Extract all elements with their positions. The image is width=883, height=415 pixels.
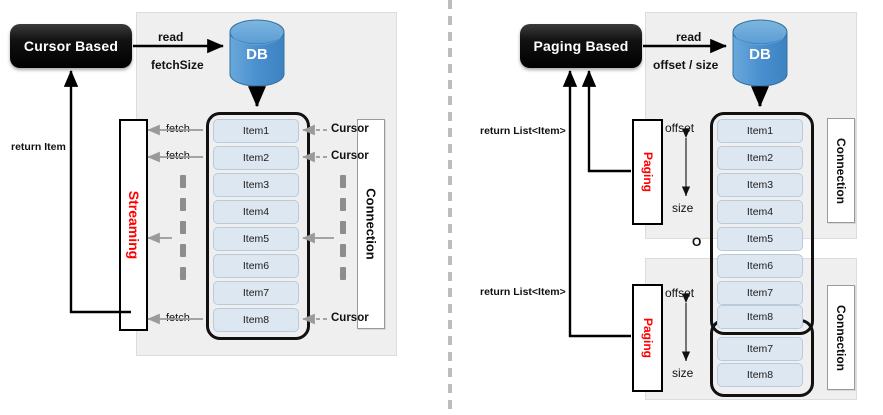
list-item[interactable]: Item6 [717, 254, 803, 278]
left-items-container [206, 112, 310, 340]
left-db-label: DB [246, 45, 268, 63]
left-fetch-label-2: fetch [166, 150, 190, 162]
list-item[interactable]: Item4 [717, 200, 803, 224]
cursor-based-actor-label: Cursor Based [23, 38, 119, 54]
left-db-cylinder: DB [228, 18, 286, 88]
list-item[interactable]: Item8 [717, 305, 803, 329]
size-label-top: size [672, 201, 694, 215]
list-item[interactable]: Item1 [717, 119, 803, 143]
left-fetch-label-3: fetch [166, 312, 190, 324]
right-read-label: read [676, 30, 702, 44]
right-connection-box-top[interactable]: Connection [827, 118, 855, 223]
paging-box-bottom[interactable]: Paging [632, 284, 663, 392]
left-fetch-label-1: fetch [166, 123, 190, 135]
cursor-based-actor[interactable]: Cursor Based [10, 24, 132, 68]
list-item[interactable]: Item3 [717, 173, 803, 197]
list-item[interactable]: Item7 [717, 281, 803, 305]
right-return-label-bottom: return List<Item> [480, 286, 566, 298]
list-item[interactable]: Item2 [717, 146, 803, 170]
list-item[interactable]: Item1 [213, 119, 299, 143]
list-item[interactable]: Item4 [213, 200, 299, 224]
right-db-cylinder: DB [731, 18, 789, 88]
or-connector-label: O [692, 235, 702, 249]
section-divider [448, 0, 452, 415]
streaming-box[interactable]: Streaming [119, 119, 148, 331]
right-db-label: DB [749, 45, 771, 63]
list-item[interactable]: Item5 [213, 227, 299, 251]
list-item[interactable]: Item6 [213, 254, 299, 278]
left-inner-dash-column [180, 175, 186, 300]
right-return-label-top: return List<Item> [480, 125, 566, 137]
left-fetchsize-label: fetchSize [151, 58, 204, 72]
right-offsetsize-label: offset / size [653, 58, 719, 72]
list-item[interactable]: Item3 [213, 173, 299, 197]
paging-box-top[interactable]: Paging [632, 119, 663, 225]
right-items-container-page1 [710, 112, 814, 335]
left-cursor-label-2: Cursor [331, 150, 369, 162]
list-item[interactable]: Item8 [213, 308, 299, 332]
left-outer-dash-column [340, 175, 346, 300]
left-cursor-label-3: Cursor [331, 312, 369, 324]
list-item[interactable]: Item2 [213, 146, 299, 170]
paging-based-actor[interactable]: Paging Based [520, 24, 642, 68]
left-connection-box[interactable]: Connection [357, 119, 385, 329]
left-read-label: read [158, 30, 184, 44]
paging-based-actor-label: Paging Based [533, 38, 629, 54]
left-return-item-label: return Item [11, 141, 66, 153]
size-label-bottom: size [672, 366, 694, 380]
right-connection-box-bottom[interactable]: Connection [827, 285, 855, 390]
list-item[interactable]: Item8 [717, 363, 803, 387]
list-item[interactable]: Item7 [717, 337, 803, 361]
list-item[interactable]: Item5 [717, 227, 803, 251]
list-item[interactable]: Item7 [213, 281, 299, 305]
left-cursor-label-1: Cursor [331, 123, 369, 135]
